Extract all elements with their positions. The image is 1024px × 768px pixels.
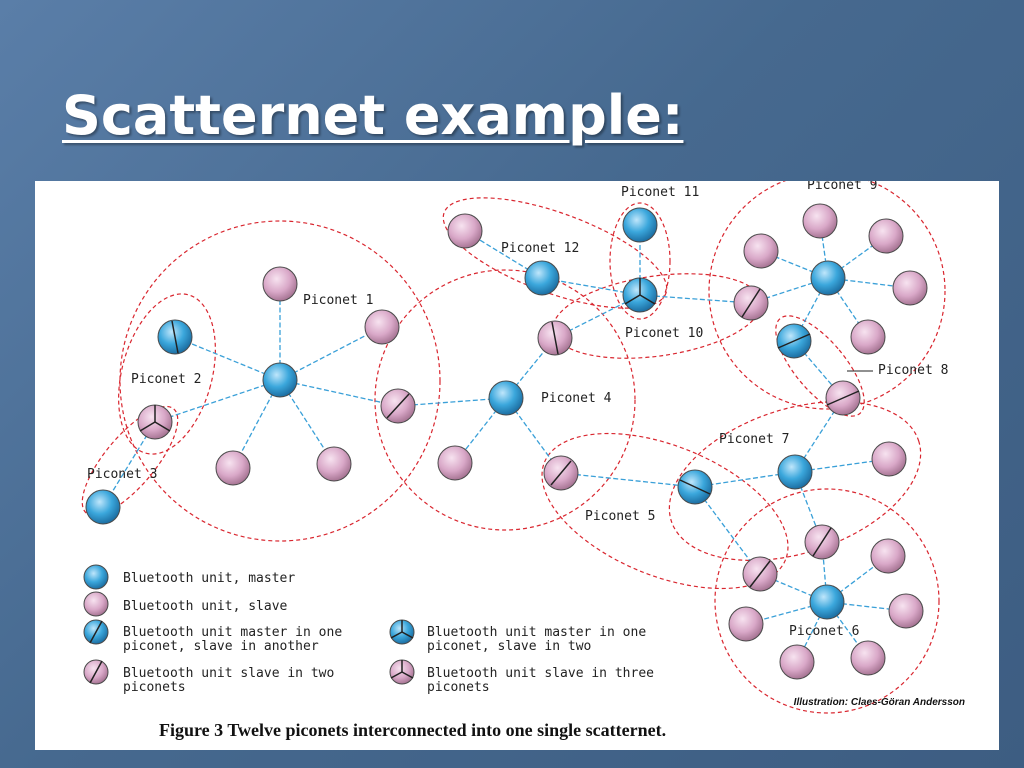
legend-master-slave-icon [83, 619, 109, 645]
slave-node [215, 450, 251, 486]
piconet-2-label: Piconet 2 [131, 372, 201, 387]
piconet-8-boundary [775, 315, 865, 417]
piconet-10-boundary [552, 273, 762, 359]
slave-node [802, 203, 838, 239]
piconet-4-label: Piconet 4 [541, 391, 612, 406]
legend-master-icon [83, 564, 109, 590]
piconet-10-label: Piconet 10 [625, 326, 703, 341]
piconet-12-master-node [524, 260, 560, 296]
legend-master-slave-two-line2: piconet, slave in two [427, 639, 591, 654]
piconet-5-label: Piconet 5 [585, 509, 655, 524]
slave-two-node [804, 524, 840, 560]
piconet-1-label: Piconet 1 [303, 293, 373, 308]
slave-node [743, 233, 779, 269]
slave-node [871, 441, 907, 477]
legend-slave-two-line2: piconets [123, 680, 186, 695]
master-slave-node [157, 319, 193, 355]
slave-two-node [543, 455, 579, 491]
piconet-4-boundary [374, 269, 636, 531]
piconet-12-label: Piconet 12 [501, 241, 579, 256]
legend-master-slave-line2: piconet, slave in another [123, 639, 319, 654]
scatternet-figure: Piconet 1 Piconet 2 Piconet 3 Piconet 4 … [35, 181, 999, 750]
legend: Bluetooth unit, master Bluetooth unit, s… [83, 564, 654, 695]
piconet-9-label: Piconet 9 [807, 181, 877, 193]
slave-node [850, 640, 886, 676]
slave-two-node [380, 388, 416, 424]
slave-three-node [137, 404, 173, 440]
piconet-3-master-node [85, 489, 121, 525]
slave-two-node [537, 320, 573, 356]
slave-node [447, 213, 483, 249]
piconet-3-boundary [81, 405, 179, 517]
slave-node [892, 270, 928, 306]
legend-master-label: Bluetooth unit, master [123, 571, 295, 586]
piconet-11-label: Piconet 11 [621, 185, 699, 200]
slave-node [850, 319, 886, 355]
piconet-11-master-node [622, 207, 658, 243]
slave-node [779, 644, 815, 680]
slave-two-node [733, 285, 769, 321]
piconet-1-master-node [262, 362, 298, 398]
piconet-6-boundary [714, 488, 940, 714]
slave-node [868, 218, 904, 254]
piconet-3-label: Piconet 3 [87, 467, 157, 482]
piconet-8-label: Piconet 8 [878, 363, 948, 378]
slave-two-node [742, 556, 778, 592]
slave-node [437, 445, 473, 481]
legend-slave-icon [83, 591, 109, 617]
slave-node [316, 446, 352, 482]
slave-two-node [825, 380, 861, 416]
slave-node [364, 309, 400, 345]
piconet-9-boundary [708, 181, 946, 410]
scatternet-diagram: Piconet 1 Piconet 2 Piconet 3 Piconet 4 … [81, 181, 965, 740]
slave-node [870, 538, 906, 574]
piconet-7-label: Piconet 7 [719, 432, 789, 447]
piconet-4-master-node [488, 380, 524, 416]
piconet-boundaries [81, 181, 946, 714]
piconet-6-label: Piconet 6 [789, 624, 859, 639]
piconet-7-master-node [777, 454, 813, 490]
legend-slave-two-icon [83, 659, 109, 685]
legend-master-slave-two-icon [389, 619, 415, 645]
slave-node [262, 266, 298, 302]
piconet-12-boundary [442, 197, 668, 309]
master-slave-node [677, 469, 713, 505]
master-slave-two-node [622, 277, 658, 313]
legend-master-slave-line1: Bluetooth unit master in one [123, 625, 342, 640]
piconet-2-boundary [118, 293, 216, 455]
slave-node [728, 606, 764, 642]
piconet-1-boundary [119, 220, 441, 542]
figure-caption: Figure 3 Twelve piconets interconnected … [159, 720, 666, 740]
legend-master-slave-two-line1: Bluetooth unit master in one [427, 625, 646, 640]
piconet-6-master-node [809, 584, 845, 620]
piconet-9-master-node [810, 260, 846, 296]
nodes [85, 203, 928, 680]
legend-slave-three-line2: piconets [427, 680, 490, 695]
master-slave-node [776, 323, 812, 359]
slave-node [888, 593, 924, 629]
legend-slave-two-line1: Bluetooth unit slave in two [123, 666, 334, 681]
piconet-11-boundary [609, 202, 671, 320]
legend-slave-three-icon [389, 659, 415, 685]
legend-slave-label: Bluetooth unit, slave [123, 599, 288, 614]
illustration-credit: Illustration: Claes-Göran Andersson [794, 697, 965, 708]
legend-slave-three-line1: Bluetooth unit slave in three [427, 666, 654, 681]
slide-title: Scatternet example: [62, 84, 684, 147]
piconet-5-boundary [541, 432, 789, 590]
